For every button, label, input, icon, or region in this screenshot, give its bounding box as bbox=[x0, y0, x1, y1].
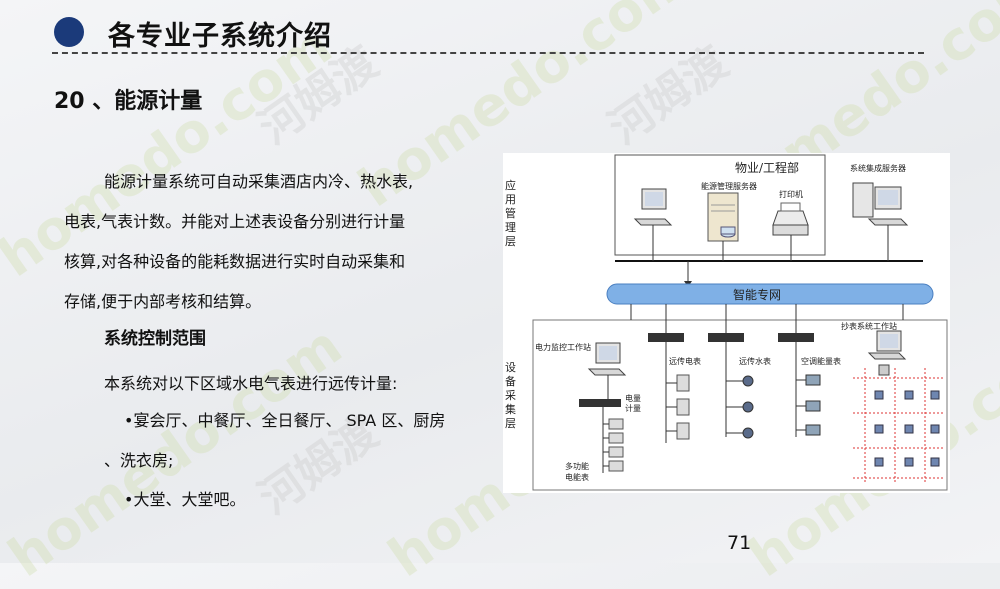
network-bar bbox=[606, 283, 934, 305]
network-label: 智能专网 bbox=[733, 287, 781, 302]
device-box bbox=[532, 319, 948, 491]
meter-network-grid bbox=[853, 368, 943, 483]
hvac-meter-label: 空调能量表 bbox=[801, 356, 841, 366]
section-title: 20 、能源计量 bbox=[54, 89, 203, 114]
printer-label: 打印机 bbox=[779, 189, 803, 199]
electric-meter-caption: 电量 bbox=[625, 393, 641, 403]
management-box bbox=[614, 154, 826, 256]
workstation-icon bbox=[587, 342, 627, 376]
remote-electric-label: 远传电表 bbox=[669, 356, 701, 366]
multifunction-meter-label: 多功能 bbox=[565, 461, 589, 471]
watermark: 河姆渡 bbox=[599, 36, 738, 155]
scope-intro: 本系统对以下区域水电气表进行远传计量: bbox=[104, 374, 398, 393]
multifunction-meter-label: 电能表 bbox=[565, 472, 589, 482]
gateway-icon bbox=[579, 399, 621, 407]
header-bullet-icon bbox=[54, 17, 84, 47]
layer-char: 备 bbox=[505, 374, 516, 388]
layer-char: 层 bbox=[505, 417, 516, 430]
meter-workstation-icon bbox=[867, 330, 907, 360]
remote-water-label: 远传水表 bbox=[739, 356, 771, 366]
layer-char: 应 bbox=[505, 178, 516, 192]
energy-metering-diagram: 应 用 管 理 层 设 备 采 集 层 物业/工程部 bbox=[503, 153, 950, 493]
paragraph-line: 电表,气表计数。并能对上述表设备分别进行计量 bbox=[64, 212, 406, 231]
header-divider bbox=[52, 52, 924, 54]
device-layer-label: 设 备 采 集 层 bbox=[505, 361, 516, 430]
page-number: 71 bbox=[727, 532, 752, 554]
electric-meter-icon bbox=[676, 374, 690, 440]
paragraph-line: 存储,便于内部考核和结算。 bbox=[64, 292, 262, 311]
layer-char: 集 bbox=[505, 402, 516, 416]
layer-char: 层 bbox=[505, 235, 516, 248]
power-workstation-label: 电力监控工作站 bbox=[535, 342, 591, 352]
scope-bullet: •宴会厅、中餐厅、全日餐厅、 SPA 区、厨房 bbox=[124, 411, 446, 430]
electric-meter-caption: 计量 bbox=[625, 403, 641, 413]
layer-char: 设 bbox=[505, 361, 516, 374]
water-meter-icon bbox=[742, 375, 754, 439]
scope-heading: 系统控制范围 bbox=[104, 329, 206, 349]
layer-char: 用 bbox=[505, 193, 516, 206]
meter-workstation-label: 抄表系统工作站 bbox=[841, 321, 897, 331]
switch-icon bbox=[648, 333, 814, 342]
watermark: homedo.com bbox=[0, 313, 353, 589]
layer-char: 管 bbox=[505, 206, 516, 220]
description-paragraph: 能源计量系统可自动采集酒店内冷、热水表, 电表,气表计数。并能对上述表设备分别进… bbox=[64, 162, 464, 322]
meter-collector-icon bbox=[878, 364, 890, 376]
scope-bullet-continued: 、洗衣房; bbox=[104, 451, 174, 470]
layer-char: 理 bbox=[505, 221, 516, 234]
application-layer-label: 应 用 管 理 层 bbox=[505, 178, 516, 248]
server-icon bbox=[707, 192, 739, 242]
printer-icon bbox=[772, 202, 809, 236]
hvac-meter-icon bbox=[805, 374, 821, 436]
layer-char: 采 bbox=[505, 389, 516, 402]
integration-server-icon bbox=[852, 182, 909, 226]
page-title: 各专业子系统介绍 bbox=[108, 21, 332, 52]
multifunction-meter-icon bbox=[608, 418, 624, 472]
paragraph-line: 核算,对各种设备的能耗数据进行实时自动采集和 bbox=[64, 252, 406, 271]
computer-icon bbox=[633, 188, 673, 226]
scope-bullet: •大堂、大堂吧。 bbox=[124, 490, 246, 509]
management-title: 物业/工程部 bbox=[735, 160, 799, 175]
meter-node-icon bbox=[874, 390, 940, 467]
integration-server-label: 系统集成服务器 bbox=[850, 163, 906, 173]
server-label: 能源管理服务器 bbox=[701, 181, 757, 191]
paragraph-line: 能源计量系统可自动采集酒店内冷、热水表, bbox=[104, 172, 414, 191]
